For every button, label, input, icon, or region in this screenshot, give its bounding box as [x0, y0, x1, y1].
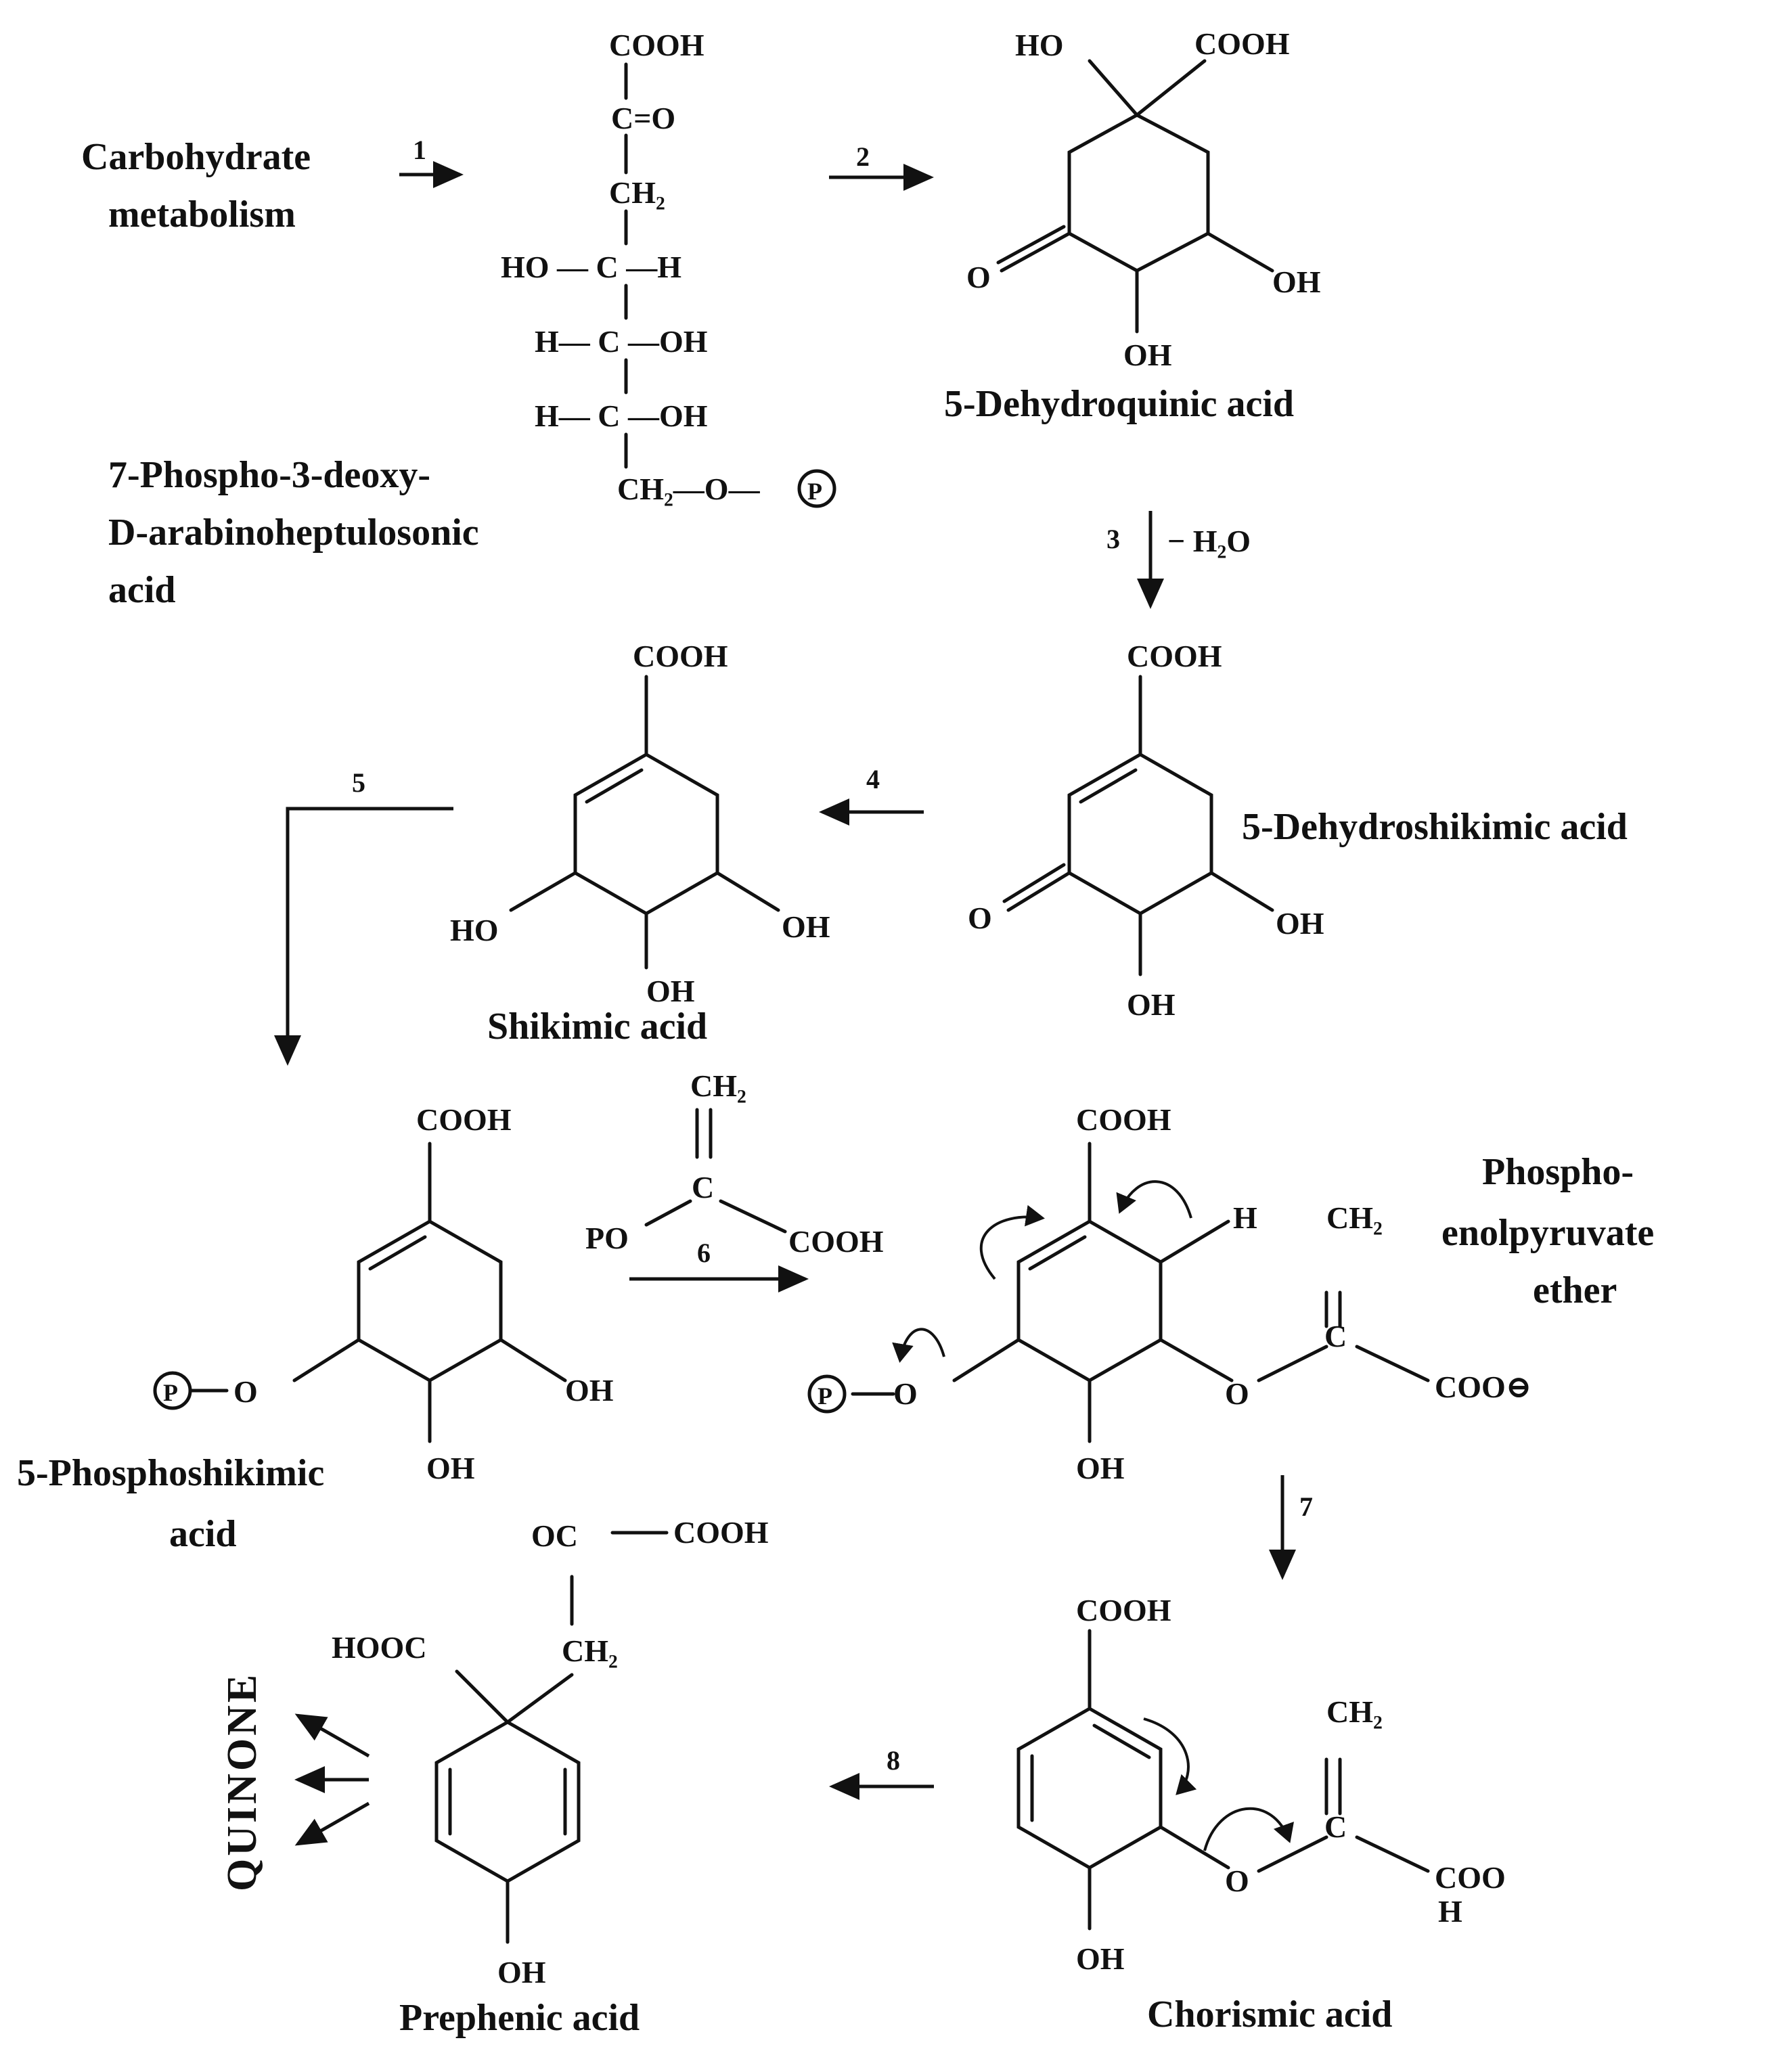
pr-oh: OH — [497, 1955, 546, 1989]
ch-cooh: COOH — [1076, 1593, 1171, 1627]
phosphoshikimic-structure: P COOH O OH OH — [153, 1102, 614, 1485]
quinone-label: QUINONE — [219, 1672, 265, 1891]
ch-o: O — [1225, 1864, 1249, 1898]
pep-reagent-structure: CH₂ C PO COOH — [585, 1068, 884, 1259]
dhq-o: O — [966, 260, 991, 294]
pe-coo-minus: COO⊖ — [1435, 1370, 1531, 1404]
step7-number: 7 — [1299, 1491, 1313, 1522]
step5-arrow — [274, 807, 453, 1066]
electron-arrow-3 — [892, 1328, 945, 1363]
dehydroquinic-structure: HO COOH O OH OH — [966, 26, 1321, 372]
pep-c: C — [692, 1170, 714, 1204]
ps-oh-bottom: OH — [426, 1451, 475, 1485]
step3-water-loss: − H₂O — [1167, 524, 1251, 558]
prephenic-label: Prephenic acid — [399, 1997, 640, 2039]
step8-number: 8 — [887, 1745, 900, 1776]
dahp-label-2: D-arabinoheptulosonic — [108, 512, 479, 554]
step2-number: 2 — [856, 141, 870, 172]
dehydroshikimic-label: 5-Dehydroshikimic acid — [1242, 806, 1628, 848]
dhs-cooh: COOH — [1127, 639, 1222, 673]
dahp-h-c-oh-1: H— C —OH — [535, 324, 708, 359]
carbohydrate-label: Carbohydrate — [81, 136, 311, 178]
pep-cooh: COOH — [788, 1224, 884, 1259]
step1-number: 1 — [413, 135, 426, 165]
quinone-arrow-3 — [294, 1801, 370, 1846]
shikimic-label: Shikimic acid — [487, 1006, 707, 1048]
pr-hooc: HOOC — [332, 1630, 427, 1665]
shik-oh-right: OH — [782, 909, 830, 944]
dahp-ch2: CH₂ — [609, 175, 665, 210]
dhq-oh-right: OH — [1272, 265, 1321, 299]
dhq-cooh: COOH — [1194, 26, 1290, 61]
step6-number: 6 — [697, 1238, 711, 1268]
shik-ho: HO — [450, 913, 499, 947]
phosphoshikimic-label-2: acid — [169, 1513, 237, 1555]
chorismic-label: Chorismic acid — [1147, 1994, 1392, 2035]
pe-c: C — [1324, 1319, 1347, 1353]
quinone-arrow-1 — [294, 1713, 370, 1758]
phosphate-circle — [807, 1374, 847, 1414]
dahp-ch2-o: CH₂—O— — [617, 472, 761, 506]
pe-oh-bottom: OH — [1076, 1451, 1125, 1485]
ps-o: O — [233, 1374, 258, 1409]
dhs-o: O — [968, 901, 992, 935]
ch-h: H — [1438, 1894, 1462, 1929]
pep-ch2: CH₂ — [690, 1068, 746, 1103]
electron-arrow-2 — [1116, 1180, 1192, 1219]
ch-oh: OH — [1076, 1941, 1125, 1976]
phosphoshikimic-label-1: 5-Phosphoshikimic — [17, 1452, 324, 1494]
pe-h: H — [1233, 1200, 1257, 1235]
dhq-ho: HO — [1015, 28, 1064, 62]
chorismic-structure: COOH CH₂ C O COO H OH — [1016, 1593, 1506, 1976]
pep-ether-label-3: ether — [1533, 1269, 1617, 1311]
dahp-label-1: 7-Phospho-3-deoxy- — [108, 454, 430, 496]
step5-number: 5 — [352, 767, 365, 798]
step3-number: 3 — [1106, 524, 1120, 554]
shik-oh-bottom: OH — [646, 974, 695, 1008]
dehydroshikimic-structure: COOH O OH OH — [968, 639, 1324, 1022]
dahp-cooh: COOH — [609, 28, 704, 62]
pep-ether-label-2: enolpyruvate — [1441, 1212, 1654, 1254]
pep-po: PO — [585, 1221, 629, 1255]
phosphate-circle — [153, 1371, 192, 1410]
pr-cooh: COOH — [673, 1515, 769, 1550]
dahp-structure: COOH C=O CH₂ HO — C —H H— C —OH H— C —OH… — [501, 28, 836, 508]
dahp-ho-c-h: HO — C —H — [501, 250, 681, 284]
step4-number: 4 — [866, 764, 880, 794]
electron-arrow-1 — [979, 1204, 1045, 1280]
ch-coo: COO — [1435, 1860, 1506, 1895]
electron-arrow-5 — [1203, 1807, 1294, 1851]
ps-cooh: COOH — [416, 1102, 512, 1137]
prephenic-structure: OC COOH HOOC CH₂ OH — [332, 1515, 769, 1989]
dahp-label-3: acid — [108, 569, 176, 611]
dhs-oh-bottom: OH — [1127, 987, 1176, 1022]
pe-cooh: COOH — [1076, 1102, 1171, 1137]
pr-ch2: CH₂ — [562, 1634, 618, 1668]
pe-p: P — [818, 1382, 832, 1410]
pe-o-ether: O — [1225, 1376, 1249, 1411]
pep-ether-label-1: Phospho- — [1482, 1151, 1634, 1193]
pe-o-left: O — [893, 1376, 918, 1411]
ps-oh-right: OH — [565, 1373, 614, 1407]
dahp-p: P — [807, 478, 822, 505]
dhq-oh-bottom: OH — [1123, 338, 1172, 372]
electron-arrow-4 — [1143, 1717, 1197, 1795]
dehydroquinic-label: 5-Dehydroquinic acid — [944, 383, 1294, 425]
metabolism-label: metabolism — [108, 194, 296, 235]
dahp-h-c-oh-2: H— C —OH — [535, 399, 708, 433]
dhs-oh-right: OH — [1276, 906, 1324, 941]
dahp-c-eq-o: C=O — [611, 101, 675, 135]
ch-c: C — [1324, 1809, 1347, 1844]
ps-p: P — [163, 1379, 178, 1406]
phosphate-circle — [797, 469, 836, 508]
shikimic-structure: COOH HO OH OH — [450, 639, 830, 1008]
shik-cooh: COOH — [633, 639, 728, 673]
pep-ether-structure: P COOH H CH₂ C O O COO⊖ OH — [807, 1102, 1531, 1485]
pr-oc: OC — [531, 1518, 578, 1553]
pe-ch2: CH₂ — [1326, 1200, 1383, 1235]
ch-ch2: CH₂ — [1326, 1694, 1383, 1729]
